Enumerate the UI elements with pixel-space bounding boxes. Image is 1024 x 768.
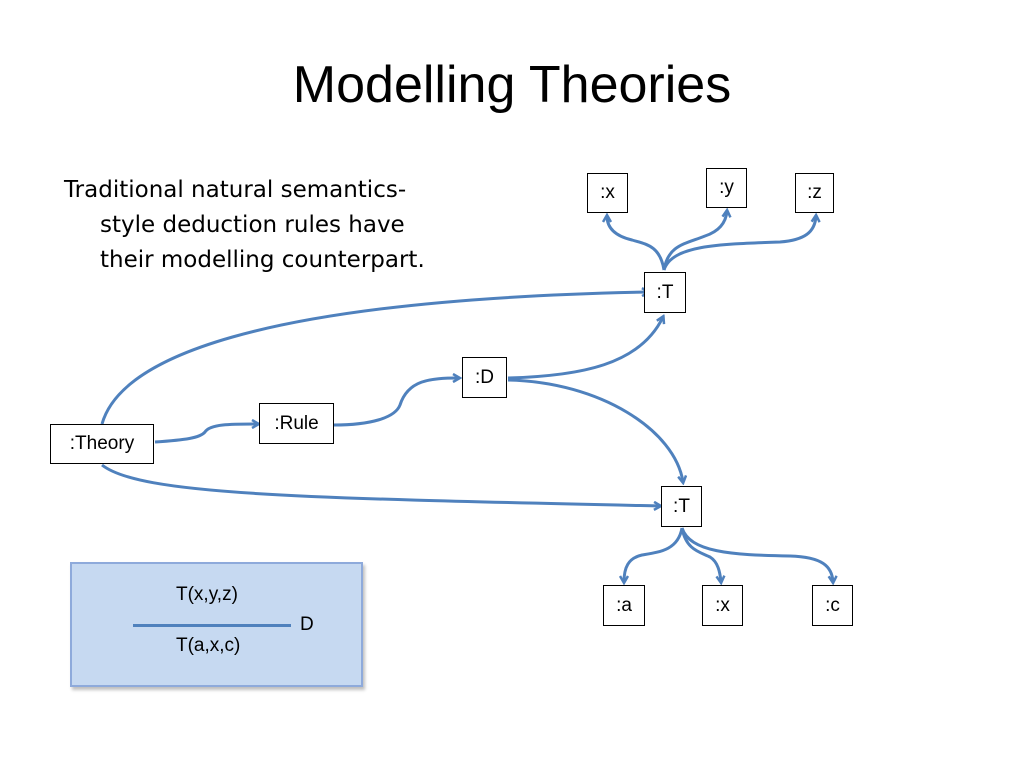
- edge-rule-to-d: [333, 378, 459, 427]
- slide-title: Modelling Theories: [292, 56, 732, 114]
- node-top-y: :y: [706, 168, 747, 208]
- bullet-text: Traditional natural semantics- style ded…: [64, 173, 504, 278]
- node-bottom-x: :x: [702, 585, 743, 626]
- node-bottom-c: :c: [812, 585, 853, 626]
- edge-theory-to-bottom-t: [101, 463, 660, 506]
- bullet-line-3: their modelling counterpart.: [100, 247, 425, 273]
- node-top-z: :z: [795, 173, 834, 213]
- node-rule: :Rule: [259, 403, 334, 444]
- rule-name: D: [300, 614, 314, 635]
- deduction-rule-box: T(x,y,z) D T(a,x,c): [70, 562, 363, 687]
- edge-top-t-to-x: [607, 216, 666, 271]
- edge-d-to-bottom-t: [507, 378, 683, 482]
- node-top-t: :T: [644, 272, 686, 313]
- edge-bottom-t-to-a: [624, 527, 684, 582]
- node-bottom-t: :T: [661, 486, 702, 527]
- edge-top-t-to-z: [662, 216, 816, 271]
- rule-inference-line: [133, 624, 291, 627]
- edge-theory-to-top-t: [100, 292, 648, 425]
- node-d: :D: [462, 357, 507, 398]
- node-theory: :Theory: [50, 424, 154, 464]
- rule-conclusion: T(a,x,c): [176, 635, 241, 656]
- bullet-line-1: Traditional natural semantics-: [64, 177, 407, 203]
- edge-bottom-t-to-x2: [680, 527, 721, 582]
- edge-top-t-to-y: [662, 211, 727, 271]
- edge-bottom-t-to-c: [680, 527, 833, 582]
- edge-d-to-top-t: [507, 317, 663, 380]
- bullet-line-2: style deduction rules have: [100, 212, 405, 238]
- edge-theory-to-rule: [154, 424, 258, 444]
- node-bottom-a: :a: [603, 585, 645, 626]
- node-top-x: :x: [587, 173, 628, 213]
- rule-premise: T(x,y,z): [176, 584, 238, 605]
